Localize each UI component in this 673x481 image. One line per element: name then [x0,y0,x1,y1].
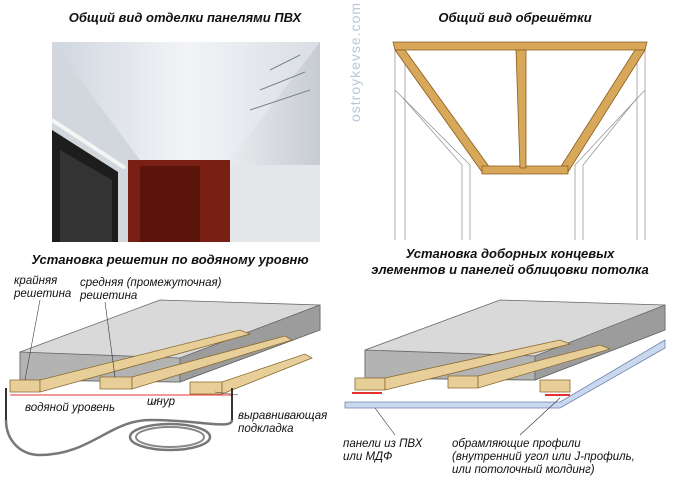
title-finishing-line1: Установка доборных концевых [405,246,615,261]
title-lathing: Общий вид обрешётки [438,10,592,25]
label-panels: панели из ПВХ или МДФ [343,438,423,463]
lathing-diagram [394,45,646,240]
label-middle-batten: средняя (промежуточная) решетина [80,277,222,302]
right-panels [344,339,666,409]
title-pvc-finish: Общий вид отделки панелями ПВХ [68,10,302,25]
left-level-hose [4,299,239,457]
right-battens [354,339,612,393]
lathing-frame [392,41,648,175]
balcony-photo [50,42,320,242]
right-profiles [352,392,570,436]
label-profiles: обрамляющие профили (внутренний угол или… [452,438,635,476]
label-edge-batten: крайняя решетина [14,275,72,300]
left-battens [9,329,313,395]
title-batten-install: Установка решетин по водяному уровню [31,252,309,267]
title-finishing-line2: элементов и панелей облицовки потолка [371,262,649,277]
label-water-level: водяной уровень [25,402,116,414]
label-shim: выравнивающая подкладка [238,410,328,435]
label-cord: шнур [147,396,176,408]
